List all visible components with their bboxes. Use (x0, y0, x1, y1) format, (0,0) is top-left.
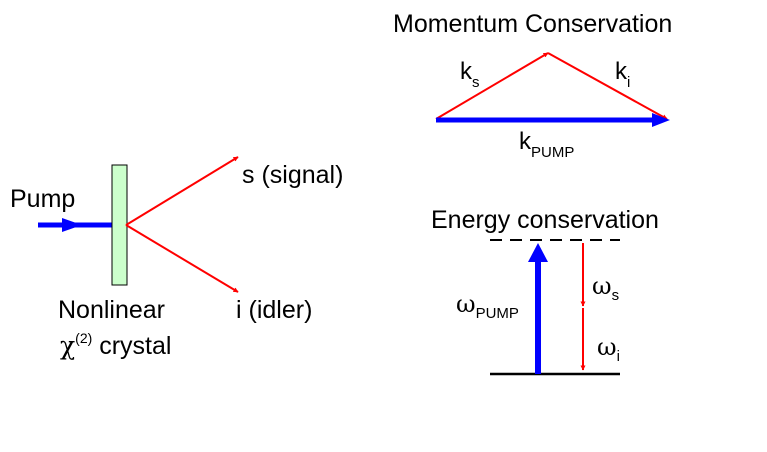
k-idler-vector (547, 52, 668, 120)
k-signal-vector (435, 52, 549, 120)
k-signal-label: ks (460, 58, 480, 91)
idler-beam (125, 224, 239, 293)
crystal-label-line2: χ(2) crystal (60, 330, 171, 360)
momentum-title: Momentum Conservation (393, 10, 672, 38)
nonlinear-crystal (111, 164, 128, 286)
crystal-label-line1: Nonlinear (58, 296, 165, 324)
pump-label: Pump (10, 185, 75, 213)
pump-beam-arrowhead (62, 218, 82, 232)
omega-idler-label: ωi (597, 333, 620, 365)
idler-label: i (idler) (236, 296, 312, 324)
k-pump-arrowhead (652, 113, 670, 127)
signal-beam (125, 156, 239, 226)
k-idler-label: ki (615, 58, 630, 91)
signal-label: s (signal) (242, 161, 343, 189)
omega-signal-label: ωs (592, 272, 619, 304)
crystal-word: crystal (92, 332, 171, 360)
chi-order: (2) (75, 330, 92, 346)
chi-symbol: χ (60, 331, 75, 360)
k-pump-label: kPUMP (519, 128, 574, 161)
omega-pump-arrowhead (528, 243, 548, 262)
omega-pump-label: ωPUMP (456, 290, 519, 322)
energy-title: Energy conservation (431, 206, 659, 234)
